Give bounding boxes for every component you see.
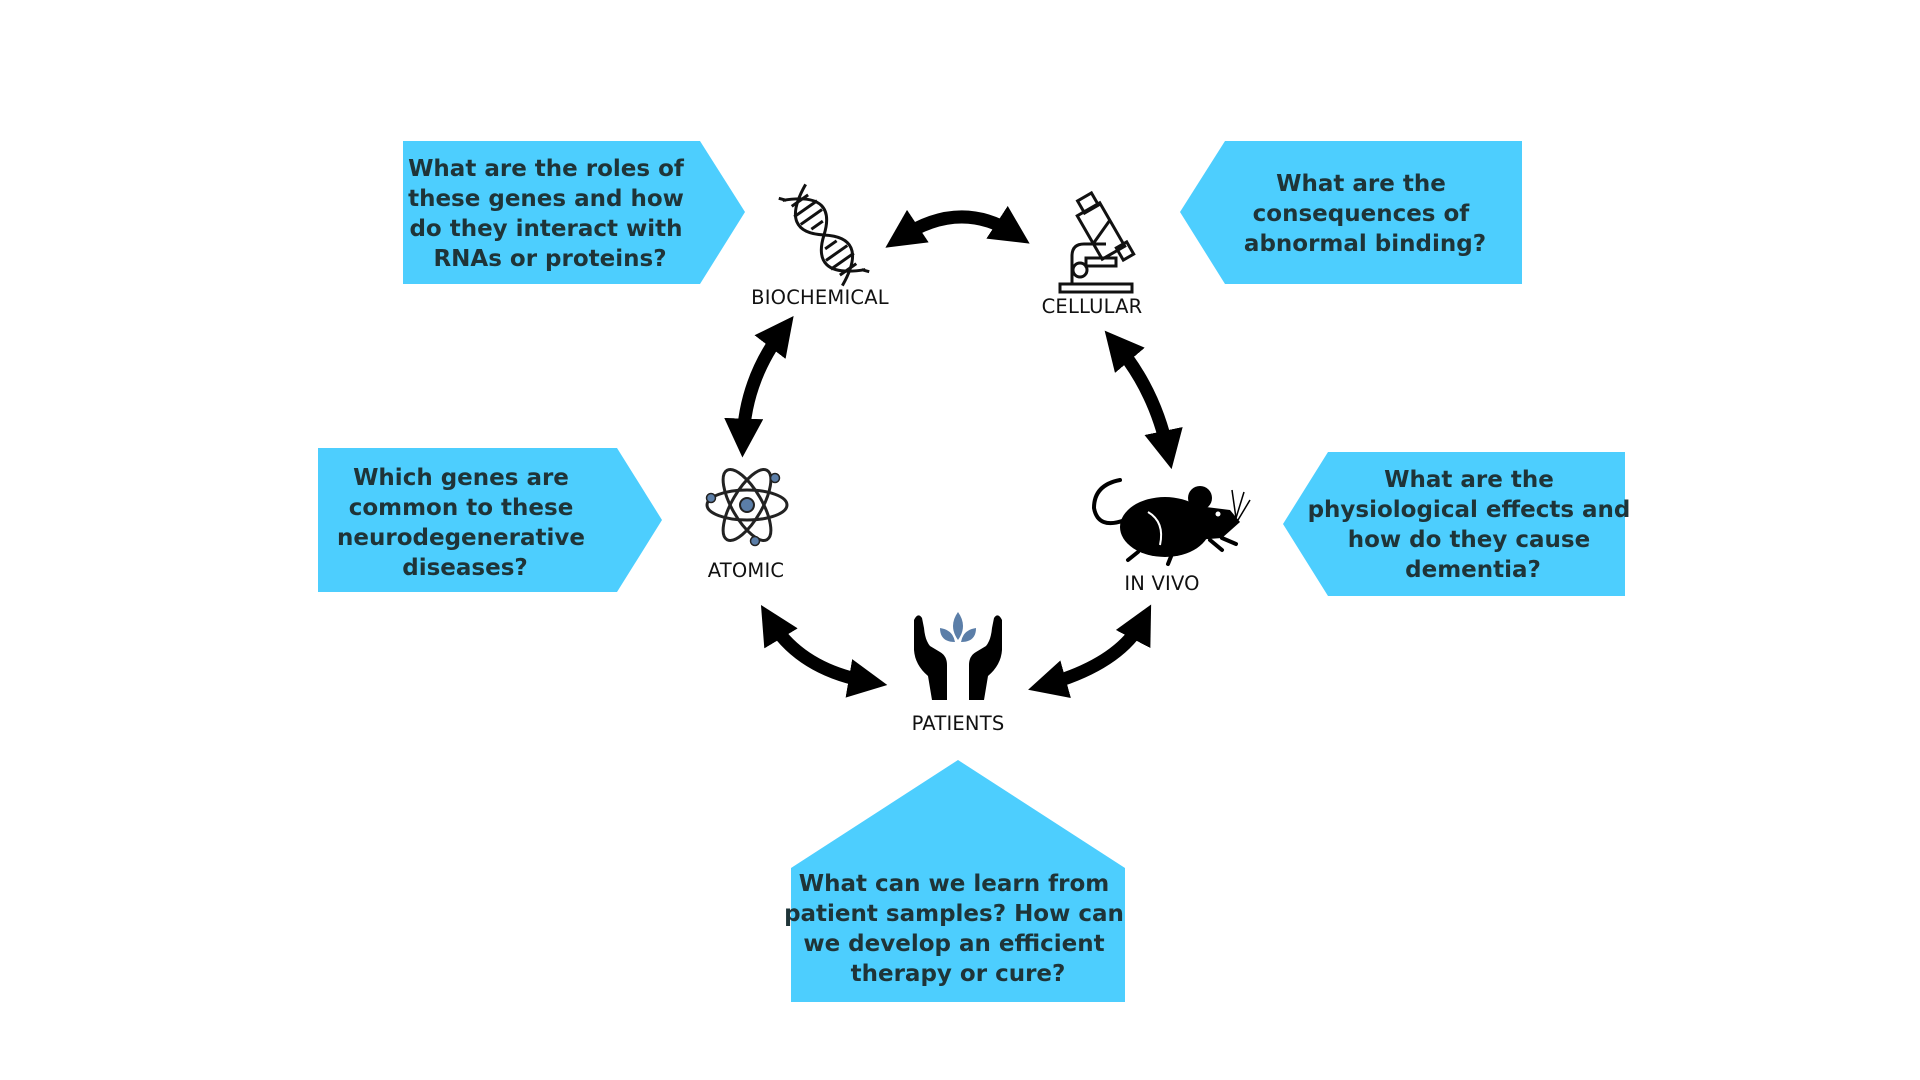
arrow-in-vivo-patients	[1028, 604, 1152, 698]
right-hand	[969, 615, 1002, 700]
callout-patients-line-3: we develop an efficient	[803, 931, 1104, 957]
callout-cellular-line-2: consequences of	[1253, 201, 1471, 227]
callout-atomic-line-1: Which genes are	[353, 465, 569, 491]
mouse-ear	[1188, 486, 1212, 510]
callout-patients-line-1: What can we learn from	[799, 871, 1110, 897]
callout-biochemical-shape	[403, 141, 745, 284]
callout-biochemical-text: What are the roles of these genes and ho…	[408, 156, 692, 272]
mouse-legs	[1126, 536, 1238, 566]
callout-biochemical-line-3: do they interact with	[409, 216, 682, 242]
node-in-vivo: IN VIVO	[1091, 478, 1251, 595]
atom-icon	[705, 468, 789, 547]
node-patients: PATIENTS	[912, 612, 1005, 735]
callout-cellular-text: What are the consequences of abnormal bi…	[1244, 171, 1486, 257]
callout-in-vivo-line-3: how do they cause	[1348, 527, 1591, 553]
node-atomic: ATOMIC	[705, 468, 789, 582]
callout-in-vivo-shape	[1283, 452, 1625, 596]
callout-in-vivo-line-2: physiological effects and	[1308, 497, 1631, 523]
callout-atomic-line-4: diseases?	[402, 555, 527, 581]
mouse-body	[1120, 497, 1210, 557]
hands-holding-plant-icon	[914, 612, 1002, 700]
callout-cellular-line-1: What are the	[1276, 171, 1446, 197]
mouse-eye	[1215, 511, 1221, 517]
dna-icon	[778, 183, 870, 287]
node-biochemical-label: BIOCHEMICAL	[751, 286, 889, 309]
callout-in-vivo: What are the physiological effects and h…	[1283, 452, 1639, 596]
callout-atomic-line-2: common to these	[349, 495, 574, 521]
callout-in-vivo-line-4: dementia?	[1405, 557, 1541, 583]
callout-cellular-shape	[1180, 141, 1522, 284]
callout-patients-text: What can we learn from patient samples? …	[784, 871, 1132, 987]
callout-biochemical: What are the roles of these genes and ho…	[403, 141, 745, 284]
callout-biochemical-line-2: these genes and how	[408, 186, 684, 212]
mouse-tail	[1091, 478, 1127, 525]
callout-patients: What can we learn from patient samples? …	[784, 760, 1132, 1002]
node-cellular: CELLULAR	[1042, 190, 1143, 318]
mouse-head	[1190, 505, 1240, 540]
left-hand	[914, 615, 947, 700]
callout-in-vivo-text: What are the physiological effects and h…	[1308, 467, 1639, 583]
mouse-icon	[1091, 478, 1251, 566]
callout-cellular-line-3: abnormal binding?	[1244, 231, 1486, 257]
callout-patients-shape	[791, 760, 1125, 1002]
arrow-patients-atomic	[760, 604, 888, 698]
arrow-atomic-biochemical	[724, 316, 794, 458]
plant-leaves	[940, 612, 976, 642]
node-biochemical: BIOCHEMICAL	[751, 183, 889, 309]
callout-atomic: Which genes are common to these neurodeg…	[318, 448, 662, 592]
arrow-cellular-in-vivo	[1104, 330, 1183, 470]
callout-patients-line-2: patient samples? How can	[784, 901, 1124, 927]
callout-atomic-shape	[318, 448, 662, 592]
callout-cellular: What are the consequences of abnormal bi…	[1180, 141, 1522, 284]
callout-in-vivo-line-1: What are the	[1384, 467, 1554, 493]
arrow-biochemical-cellular	[885, 205, 1030, 248]
mouse-haunch-line	[1147, 511, 1163, 546]
microscope-icon	[1058, 190, 1136, 294]
callout-patients-line-4: therapy or cure?	[851, 961, 1066, 987]
cycle-arrows	[724, 205, 1183, 698]
callout-biochemical-line-4: RNAs or proteins?	[433, 246, 666, 272]
node-cellular-label: CELLULAR	[1042, 295, 1143, 318]
node-atomic-label: ATOMIC	[708, 559, 784, 582]
node-in-vivo-label: IN VIVO	[1124, 572, 1199, 595]
callout-atomic-line-3: neurodegenerative	[337, 525, 585, 551]
mouse-whiskers	[1231, 489, 1251, 521]
node-patients-label: PATIENTS	[912, 712, 1005, 735]
callout-atomic-text: Which genes are common to these neurodeg…	[337, 465, 593, 581]
callout-biochemical-line-1: What are the roles of	[408, 156, 685, 182]
